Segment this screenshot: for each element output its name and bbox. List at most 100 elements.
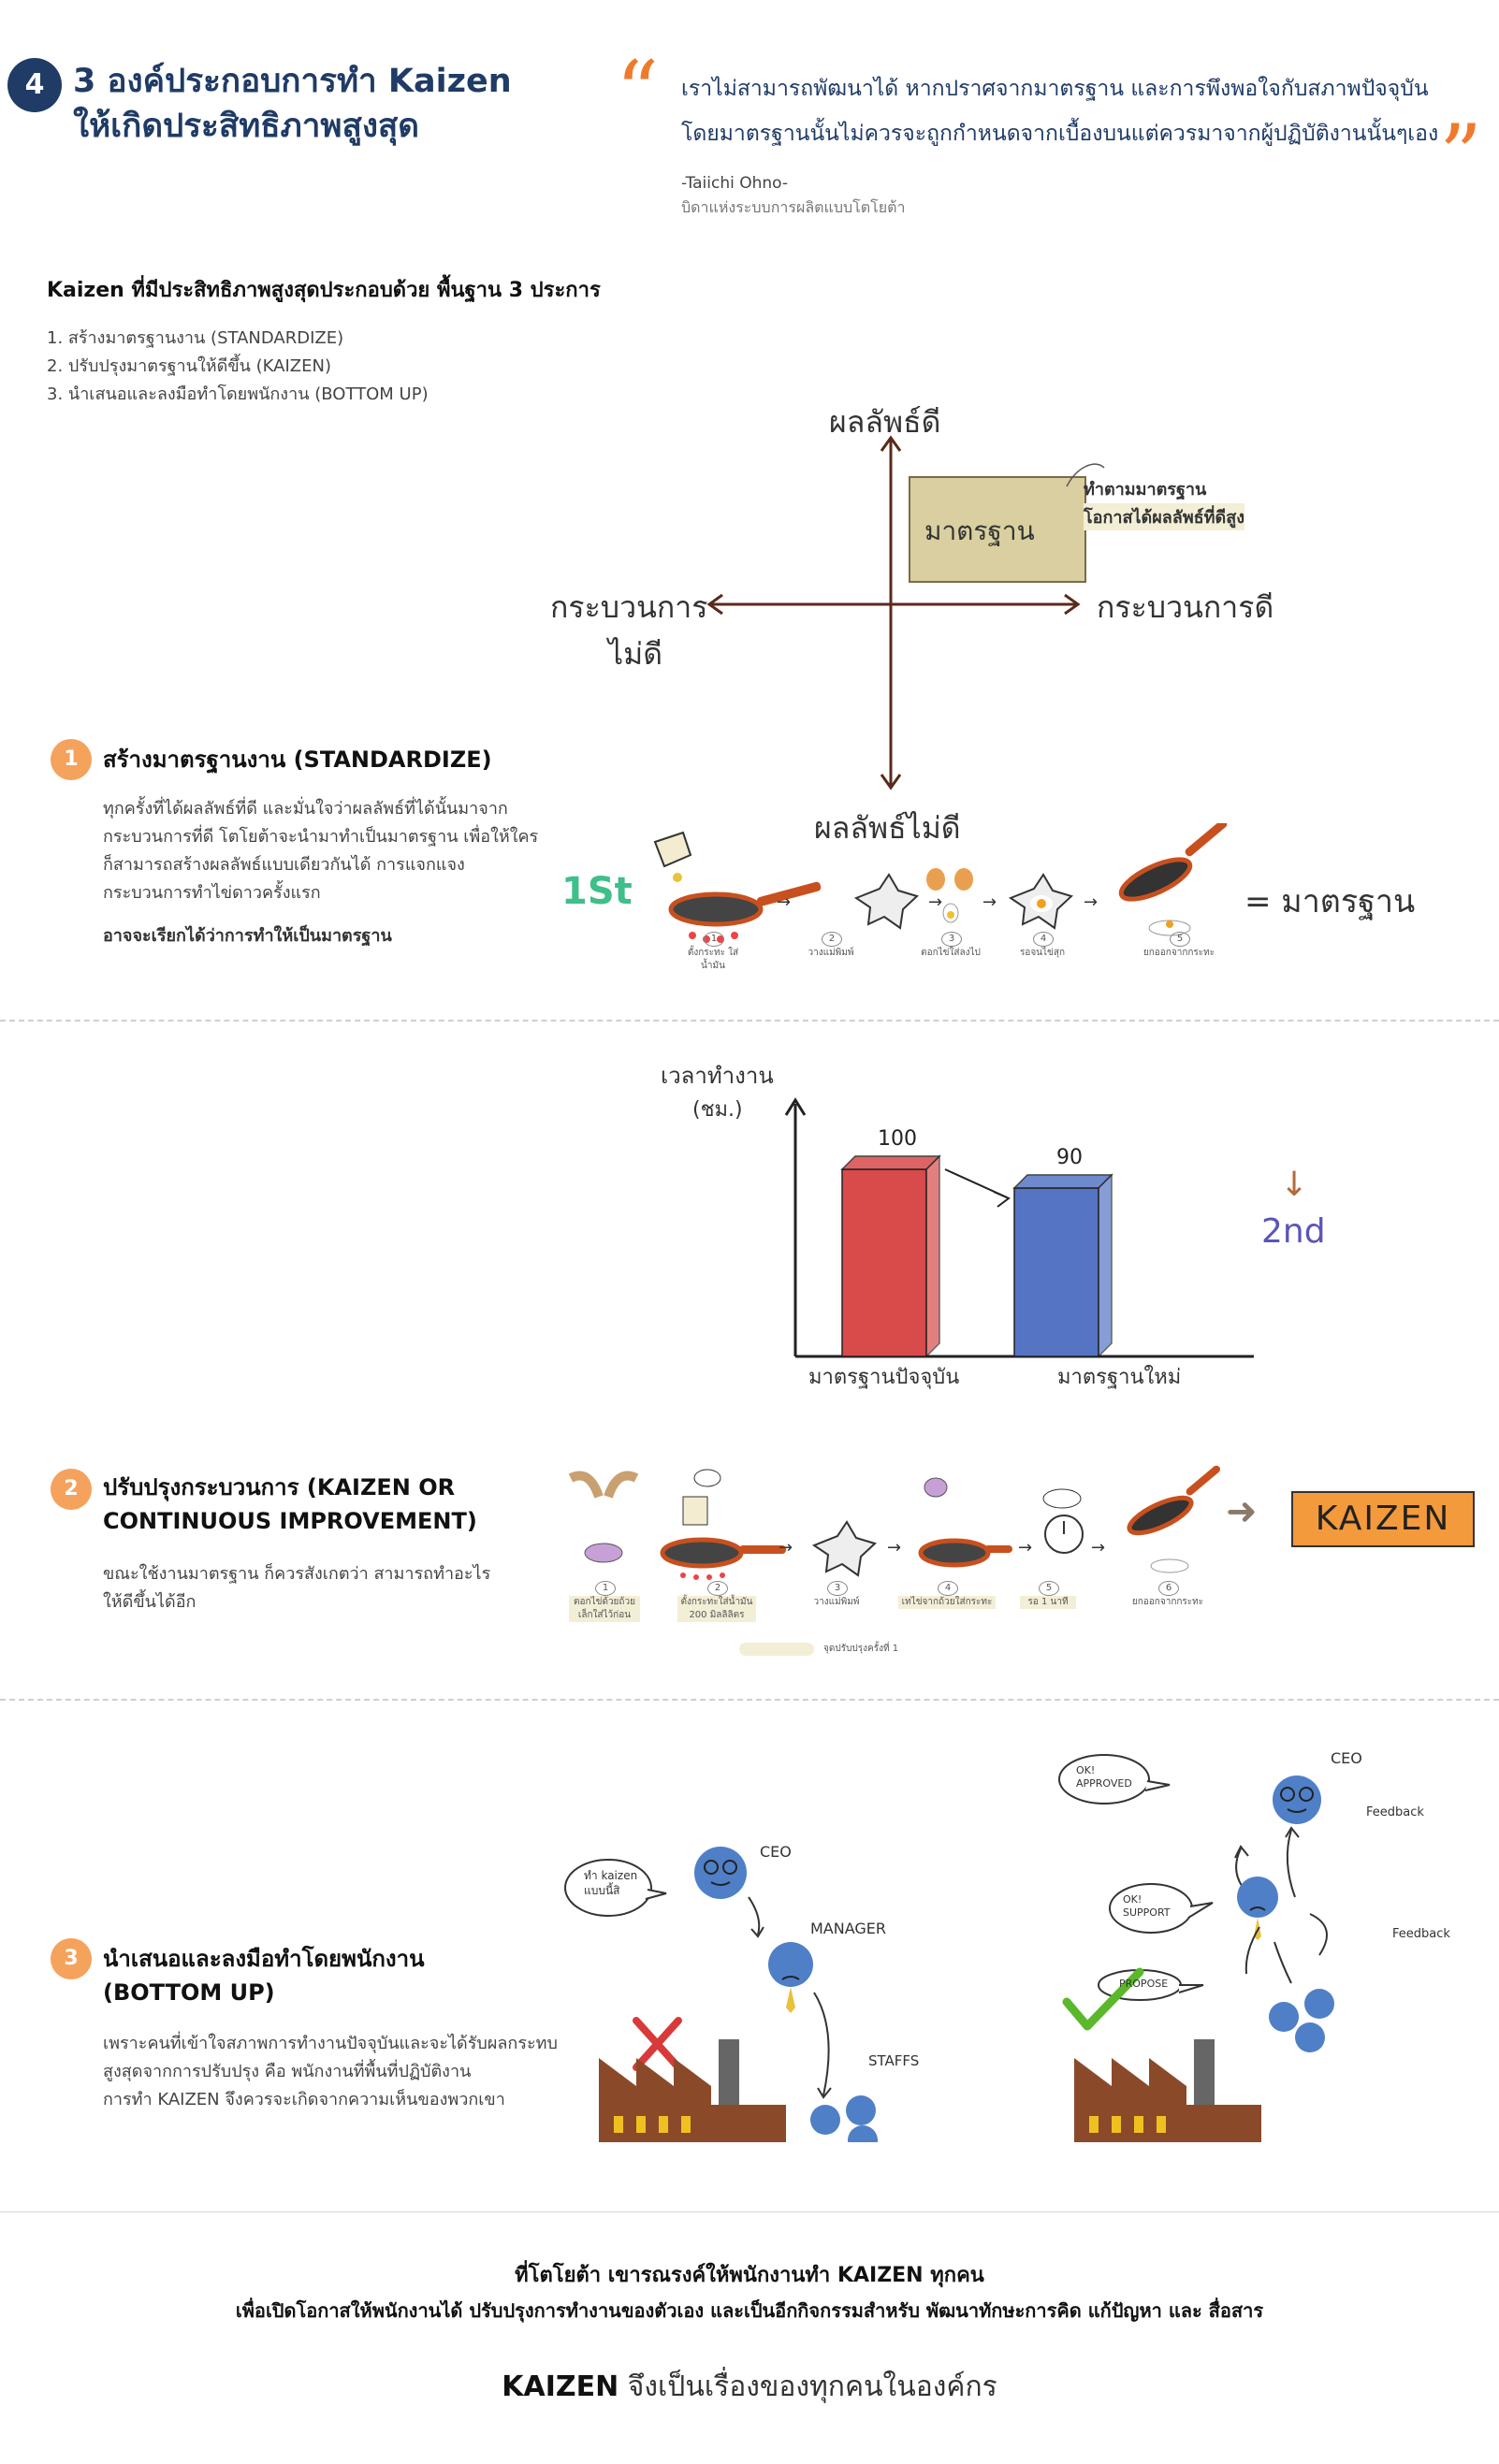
intro-item: 1. สร้างมาตรฐานงาน (STANDARDIZE) [47, 328, 344, 348]
bar [1013, 1187, 1099, 1357]
step2-caption-num: 1 [595, 1581, 616, 1596]
chart-category-label: มาตรฐานใหม่ [1057, 1366, 1182, 1389]
step3-title-line1: นำเสนอและลงมือทำโดยพนักงาน [103, 1946, 425, 1972]
oil-cup-icon [682, 1469, 721, 1526]
bar-value-label: 90 [1056, 1146, 1083, 1169]
egg-crack-icon [926, 868, 973, 923]
page-title-line2: ให้เกิดประสิทธิภาพสูงสุด [73, 108, 419, 145]
step2-caption: รอ 1 นาที [1020, 1596, 1076, 1609]
factory-icon [1074, 2039, 1261, 2142]
quadrant-bottom-label: ผลลัพธ์ไม่ดี [814, 810, 961, 846]
approved-bubble-line1: OK! [1076, 1764, 1096, 1776]
quote-author: -Taiichi Ohno- [681, 174, 789, 193]
svg-text:→: → [1091, 1538, 1105, 1558]
quadrant-diagram [706, 435, 1105, 790]
svg-text:→: → [779, 1538, 793, 1558]
factory-icon [599, 2039, 786, 2142]
footer-kaizen: KAIZEN [502, 2370, 619, 2403]
svg-text:→: → [1018, 1538, 1032, 1558]
cross-icon [633, 2017, 682, 2071]
step1-caption-num: 1 [704, 932, 724, 947]
section-number-badge: 4 [7, 58, 62, 112]
svg-text:→: → [928, 892, 942, 912]
improvement-legend-swatch [739, 1643, 814, 1656]
feedback-label: Feedback [1366, 1805, 1424, 1819]
step2-body-line: ขณะใช้งานมาตรฐาน ก็ควรสังเกตว่า สามารถทำ… [103, 1564, 491, 1584]
step2-body-line: ให้ดีขึ้นได้อีก [103, 1592, 196, 1612]
standard-note-line1: ทำตามมาตรฐาน [1084, 480, 1207, 500]
step1-caption: รอจนไข่สุก [1019, 948, 1066, 958]
step-number: 2 [64, 1477, 79, 1500]
improvement-legend-label: จุดปรับปรุงครั้งที่ 1 [823, 1644, 899, 1654]
footer-tail: จึงเป็นเรื่องของทุกคนในองค์กร [627, 2370, 997, 2403]
step2-caption-num: 4 [938, 1581, 958, 1596]
bar-side [925, 1154, 940, 1358]
speech-bubble [1109, 1883, 1214, 1934]
step1-caption: วางแม่พิมพ์ [808, 948, 854, 958]
section-number: 4 [24, 68, 45, 101]
step1-emphasis: อาจจะเรียกได้ว่าการทำให้เป็นมาตรฐาน [103, 926, 392, 946]
step1-caption: ตอกไข่ใส่ลงไป [921, 948, 981, 958]
checkmark-icon [1062, 1967, 1144, 2031]
chart-category-label: มาตรฐานปัจจุบัน [808, 1366, 960, 1389]
step-number: 1 [64, 747, 79, 771]
support-bubble-line2: SUPPORT [1123, 1906, 1171, 1919]
chart-ylabel-line1: เวลาทำงาน [661, 1063, 774, 1089]
step1-title: สร้างมาตรฐานงาน (STANDARDIZE) [103, 746, 492, 773]
propose-bubble-text: PROPOSE [1119, 1978, 1169, 1990]
section-divider [0, 1020, 1499, 1022]
bar-top [1012, 1174, 1113, 1189]
step2-caption: เทไข่จากถ้วยใส่กระทะ [898, 1596, 996, 1609]
feedback-label: Feedback [1392, 1927, 1450, 1941]
star-mold-icon [853, 873, 919, 930]
step2-caption: ตอกไข่ด้วยถ้วยเล็กใส่ไว้ก่อน [569, 1596, 640, 1622]
step2-caption: วางแม่พิมพ์ [813, 1597, 860, 1607]
step2-caption-num: 5 [1039, 1581, 1059, 1596]
hands-cracking-egg-icon [568, 1471, 639, 1563]
step-number-badge: 1 [51, 739, 92, 780]
chart-ylabel-line2: (ชม.) [692, 1098, 743, 1122]
step1-caption-num: 4 [1033, 932, 1054, 947]
pour-egg-icon [918, 1477, 1012, 1568]
top-down-illustration [564, 1847, 878, 2142]
trend-arrow-head [993, 1191, 1011, 1208]
step2-caption: ยกออกจากกระทะ [1131, 1597, 1204, 1607]
ceo-avatar [1273, 1776, 1321, 1824]
oil-bottle-icon [653, 831, 692, 882]
svg-text:→: → [777, 892, 791, 912]
staff-avatar [848, 2125, 878, 2142]
step3-title-line2: (BOTTOM UP) [103, 1979, 275, 2006]
step1-caption-num: 3 [941, 932, 962, 947]
step2-title-line1: ปรับปรุงกระบวนการ (KAIZEN OR [103, 1474, 456, 1500]
arrow-to-kaizen-icon: ➜ [1226, 1490, 1258, 1533]
step-number-badge: 2 [51, 1469, 92, 1510]
staff-avatar [1269, 2002, 1299, 2032]
footer-divider [0, 2211, 1499, 2212]
bubble-text-line2: แบบนี้สิ [584, 1884, 620, 1897]
support-bubble-line1: OK! [1123, 1893, 1142, 1906]
bottom-up-illustration [1058, 1754, 1334, 2142]
step1-caption: ตั้งกระทะ ใส่น้ำมัน [687, 948, 739, 971]
quadrant-right-label: กระบวนการดี [1097, 589, 1274, 625]
intro-heading: Kaizen ที่มีประสิทธิภาพสูงสุดประกอบด้วย … [47, 279, 601, 302]
timer-icon [1042, 1488, 1084, 1554]
quadrant-left-label-line1: กระบวนการ [550, 589, 708, 625]
step-number-badge: 3 [51, 1938, 92, 1979]
bar [841, 1168, 927, 1357]
y-axis-arrow [784, 1097, 807, 1116]
footer-line2: เพื่อเปิดโอกาสให้พนักงานได้ ปรับปรุงการท… [235, 2299, 1264, 2322]
staff-avatar [1304, 1989, 1334, 2019]
bar-top [840, 1155, 941, 1170]
standard-note-line2: โอกาสได้ผลลัพธ์ที่ดีสูง [1084, 503, 1245, 530]
approved-bubble-line2: APPROVED [1076, 1777, 1132, 1790]
frying-pan-icon [668, 881, 822, 943]
frying-pan-icon [660, 1537, 786, 1580]
step1-caption-num: 5 [1170, 932, 1190, 947]
cooked-egg-icon [1008, 873, 1073, 930]
egg-process-improved: → → → → [568, 1465, 1220, 1580]
frying-pan-icon [1127, 1465, 1220, 1573]
egg-process-standard: → → → → [653, 823, 1228, 943]
step1-caption: ยกออกจากกระทะ [1142, 948, 1215, 958]
bar-side [1098, 1173, 1113, 1358]
